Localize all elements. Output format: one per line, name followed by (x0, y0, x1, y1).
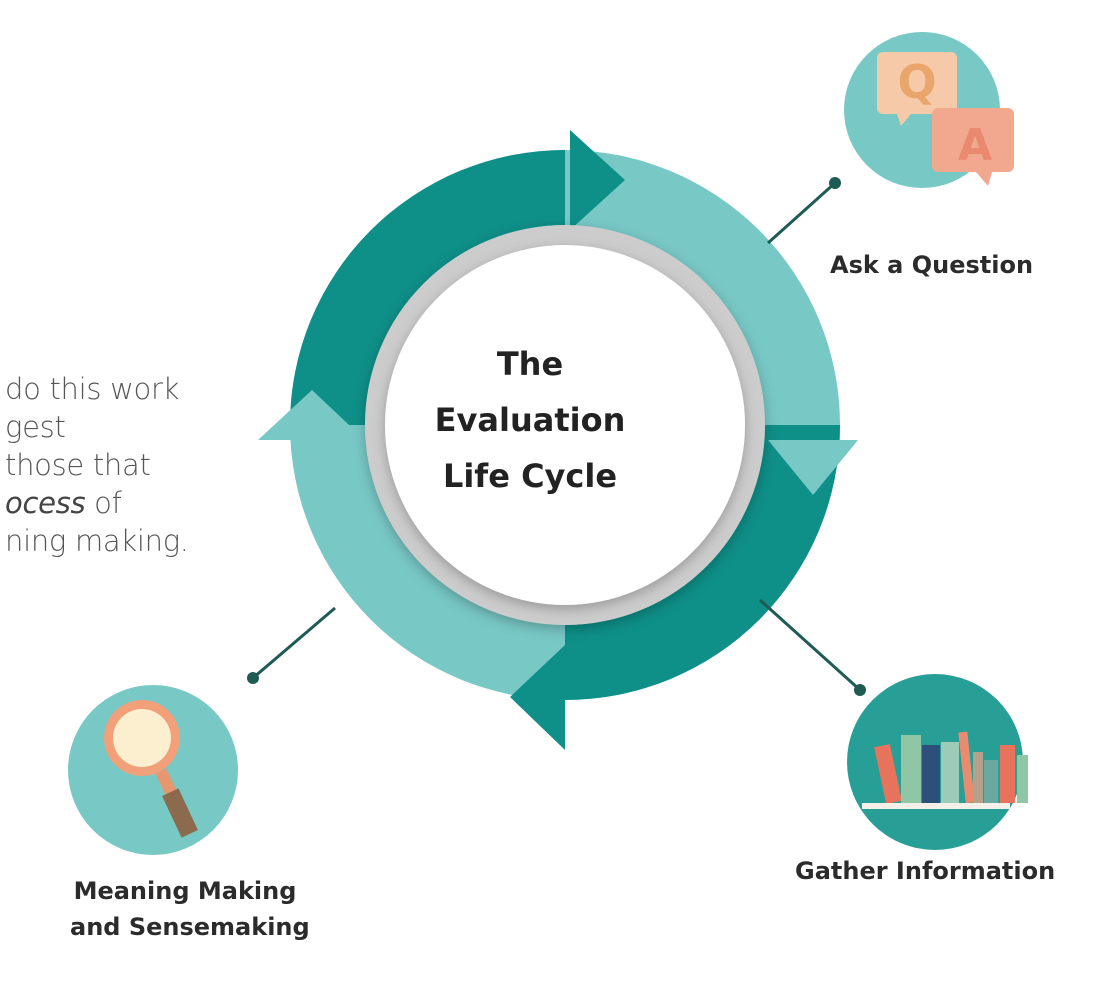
left-text-line-2: gest (5, 410, 66, 444)
meaning-making-line-2: and Sensemaking (70, 913, 310, 941)
ring-segment-top-left (290, 150, 565, 425)
center-core (385, 245, 745, 605)
left-body-text: do this work gest those that ocess of ni… (0, 370, 270, 560)
left-text-line-4: of (94, 486, 122, 520)
arrow-head-left (258, 390, 365, 440)
connector-dot-meaning (247, 672, 259, 684)
connector-dot-ask (829, 177, 841, 189)
arrow-head-top (570, 130, 625, 230)
left-text-line-1: do this work (5, 372, 180, 406)
qa-speech-bubbles-icon: Q A (844, 32, 1014, 188)
connector-ask (766, 181, 837, 245)
center-title-line-3: Life Cycle (442, 457, 618, 495)
arrow-head-bottom (510, 645, 565, 750)
meaning-making-line-1: Meaning Making (73, 877, 297, 905)
left-text-emphasis: ocess (5, 486, 86, 520)
svg-text:A: A (958, 120, 992, 171)
svg-text:Q: Q (897, 55, 936, 109)
magnifying-glass-icon (68, 685, 238, 855)
center-title-line-2: Evaluation (434, 401, 626, 439)
gather-information-label: Gather Information (795, 857, 1056, 885)
center-title: The Evaluation Life Cycle (430, 336, 630, 504)
meaning-making-label: Meaning Making and Sensemaking (70, 873, 310, 945)
connector-gather (758, 598, 862, 692)
ask-question-label: Ask a Question (830, 251, 1034, 279)
left-text-line-5: ning making. (5, 524, 189, 558)
bookshelf-icon (847, 674, 1028, 850)
connector-dot-gather (854, 684, 866, 696)
arrow-head-right (768, 440, 858, 495)
left-text-line-3: those that (5, 448, 151, 482)
ring-segment-bottom-right (565, 425, 840, 700)
connector-meaning (252, 606, 336, 680)
center-title-line-1: The (496, 345, 564, 383)
